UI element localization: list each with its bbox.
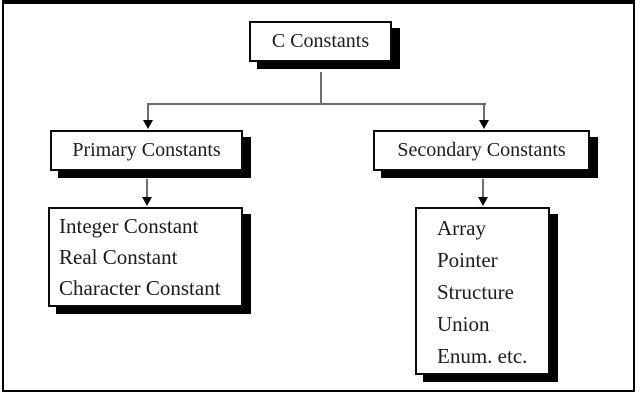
node-c-constants: C Constants — [249, 21, 392, 62]
list-item: Real Constant — [59, 245, 178, 269]
connector-secondary-to-list — [482, 179, 484, 199]
list-item: Structure — [437, 280, 514, 304]
list-secondary-constants: Array Pointer Structure Union Enum. etc. — [415, 207, 550, 375]
list-item: Character Constant — [59, 276, 221, 300]
arrowhead-primary-list-icon — [142, 197, 152, 206]
list-primary-constants: Integer Constant Real Constant Character… — [48, 207, 243, 307]
list-item: Integer Constant — [59, 214, 199, 238]
node-secondary-constants: Secondary Constants — [373, 130, 590, 171]
node-secondary-constants-label: Secondary Constants — [397, 139, 566, 161]
connector-left-drop — [147, 103, 149, 122]
node-c-constants-label: C Constants — [271, 30, 370, 52]
node-primary-constants-label: Primary Constants — [72, 139, 221, 161]
list-item: Array — [437, 216, 486, 240]
connector-crossbar — [147, 103, 486, 105]
list-item: Enum. etc. — [437, 344, 528, 368]
node-primary-constants: Primary Constants — [50, 130, 243, 171]
connector-root-stem — [320, 72, 322, 104]
connector-right-drop — [483, 103, 485, 122]
connector-primary-to-list — [146, 179, 148, 199]
outer-frame — [2, 0, 635, 392]
arrowhead-primary-icon — [143, 120, 153, 129]
list-item: Pointer — [437, 248, 498, 272]
arrowhead-secondary-icon — [479, 120, 489, 129]
arrowhead-secondary-list-icon — [478, 197, 488, 206]
list-item: Union — [437, 312, 490, 336]
